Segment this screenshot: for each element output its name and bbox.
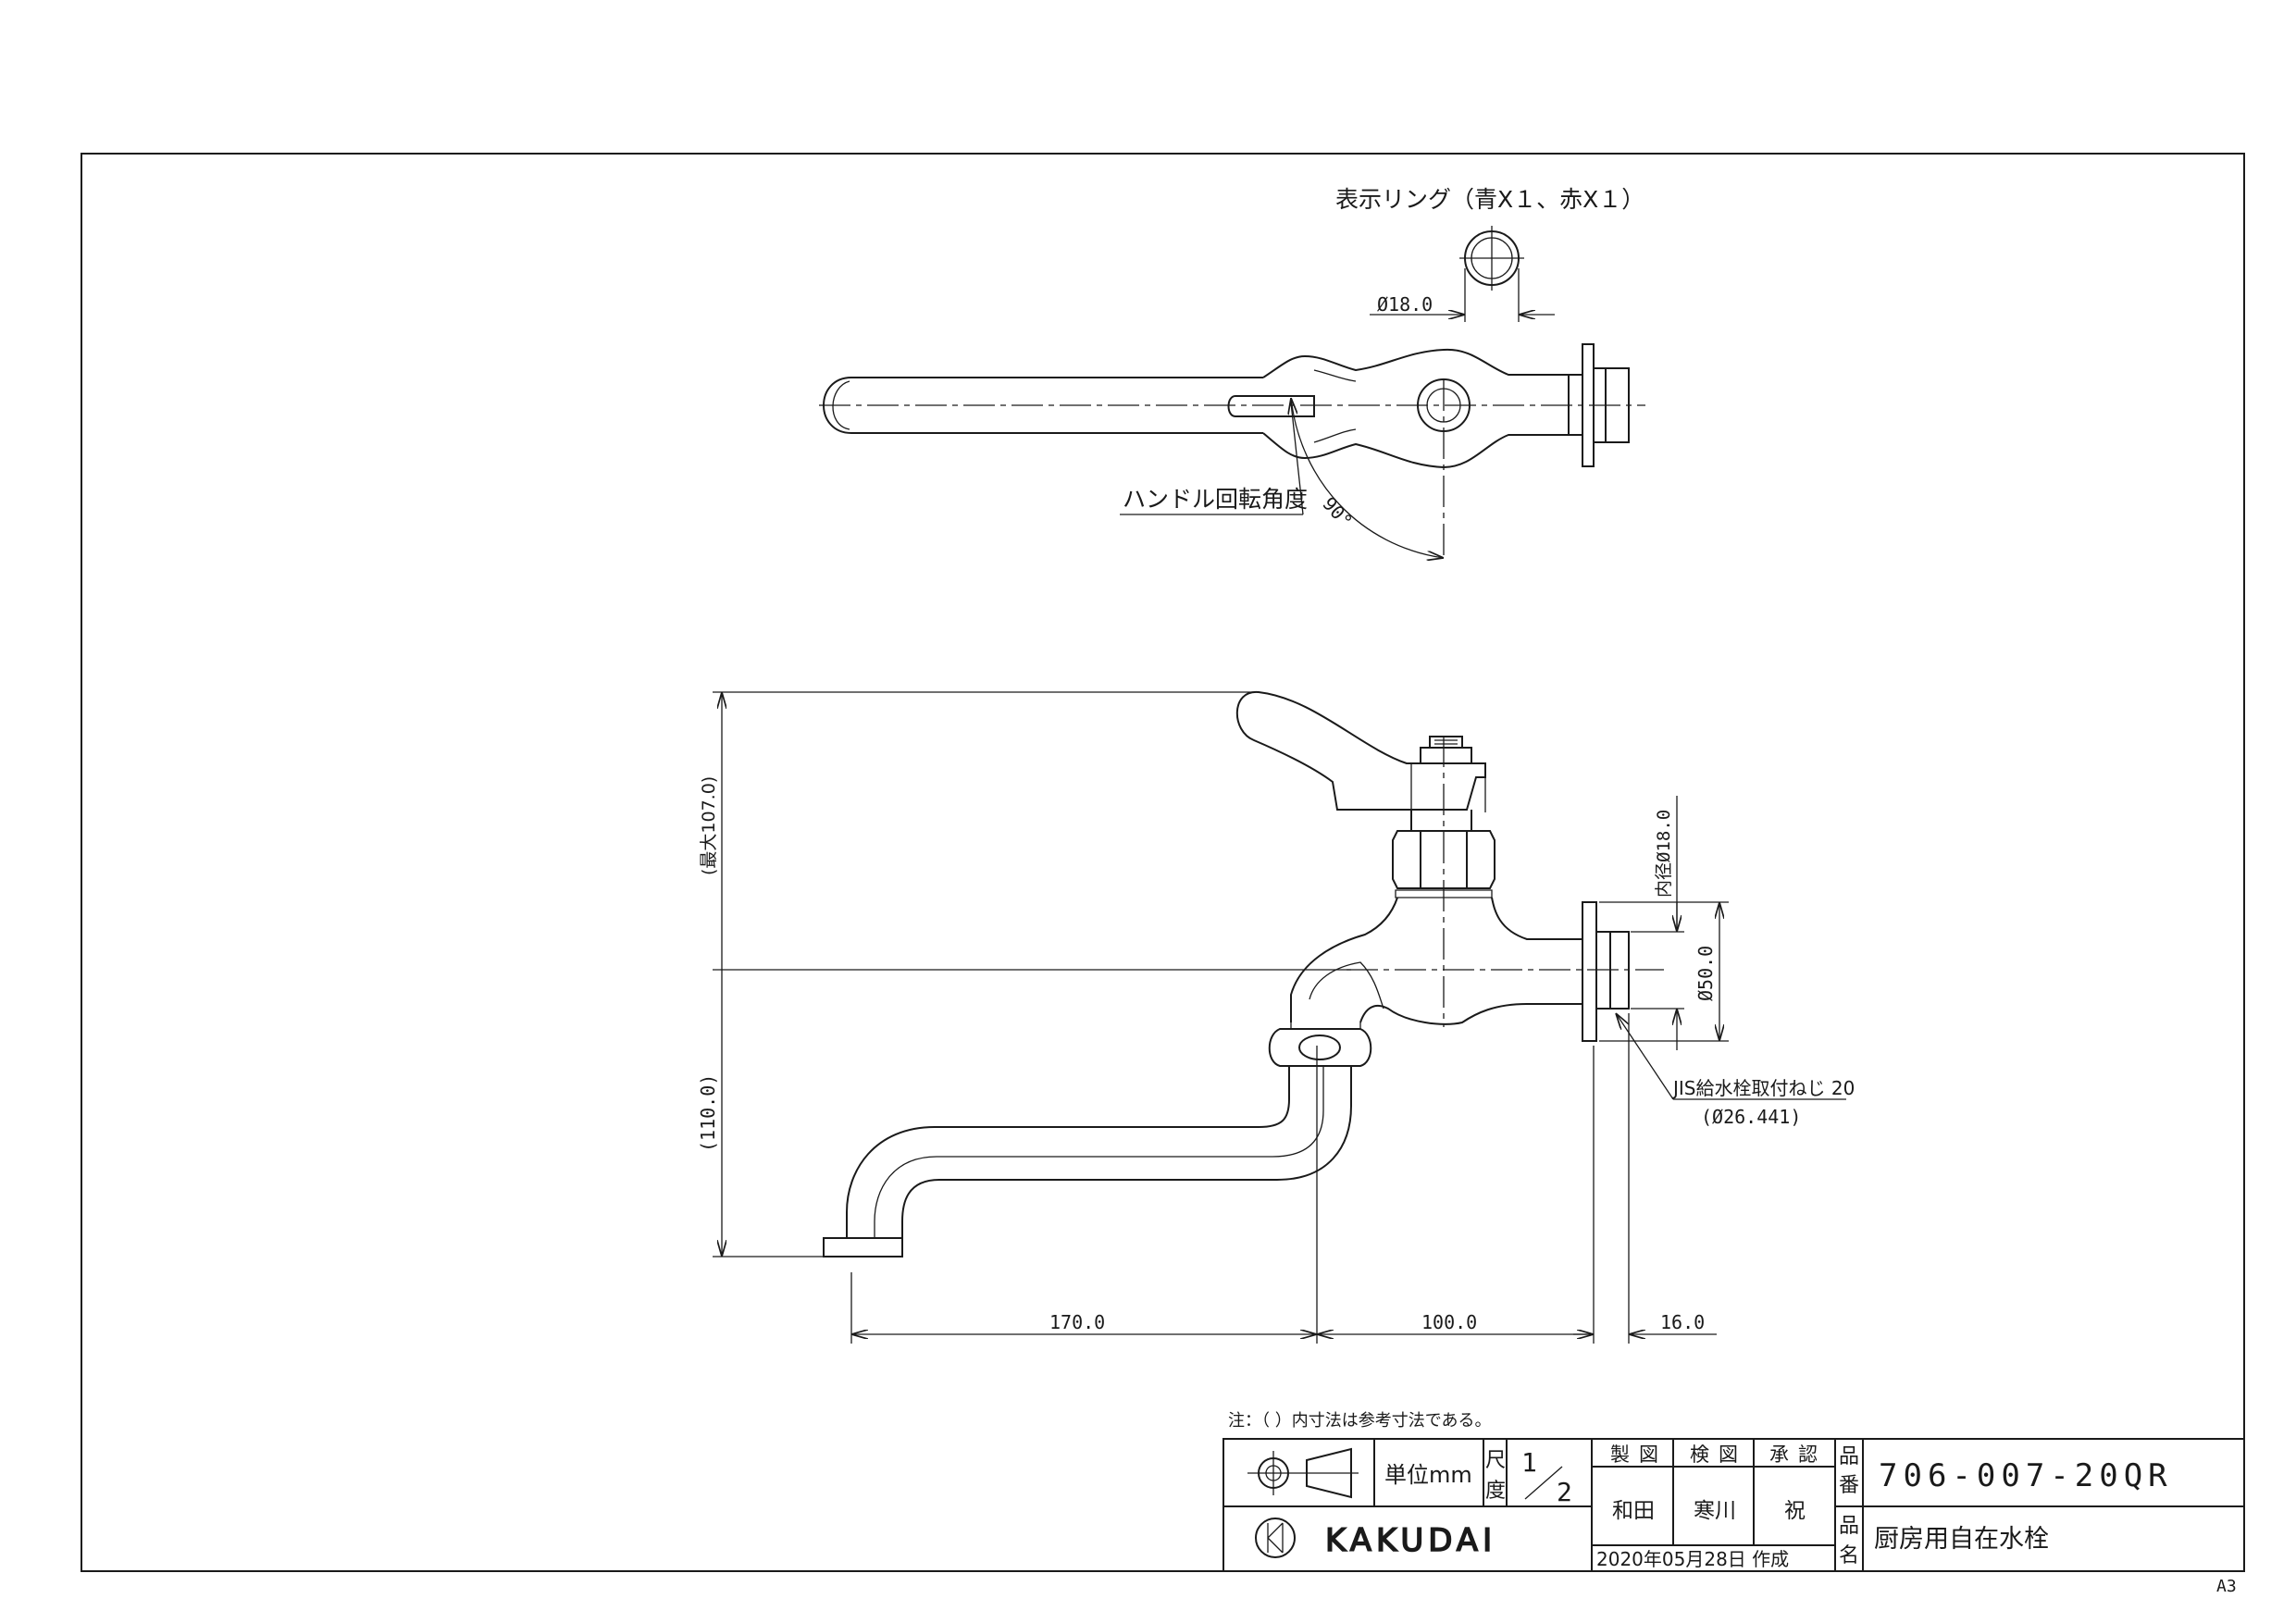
- dim-16: 16.0: [1660, 1311, 1705, 1333]
- col-approved: 承認: [1769, 1443, 1827, 1466]
- front-swivel-ring: [1268, 1022, 1372, 1067]
- top-body: [1262, 348, 1570, 469]
- top-spout: [823, 377, 1263, 434]
- indicator-ring: [1370, 226, 1555, 322]
- top-thread: [1594, 367, 1630, 443]
- front-body: [1290, 897, 1582, 1025]
- part-name-label-1: 品: [1839, 1515, 1859, 1538]
- rotation-arc: [1291, 398, 1444, 558]
- front-spout: [846, 1066, 1352, 1238]
- paper-size: A3: [2216, 1577, 2237, 1596]
- col-checked: 検図: [1690, 1443, 1747, 1466]
- dim-height-max: (最大107.0): [699, 776, 719, 875]
- title-block: 単位mm 尺 度 1 2 KAKUDAI 製図 検図 承認 和田 寒川 祝 20…: [1222, 1438, 2245, 1572]
- front-flange: [1582, 901, 1597, 1042]
- svg-text:1: 1: [1521, 1447, 1537, 1478]
- ring-dim: Ø18.0: [1377, 293, 1433, 316]
- svg-text:2: 2: [1557, 1477, 1572, 1507]
- dim-100: 100.0: [1421, 1311, 1477, 1333]
- unit-label: 単位mm: [1384, 1462, 1472, 1488]
- top-flange: [1569, 343, 1595, 467]
- name-approved: 祝: [1784, 1499, 1806, 1523]
- brand-logo: KAKUDAI: [1255, 1518, 1496, 1560]
- name-checked: 寒川: [1694, 1499, 1736, 1523]
- thread-label: JIS給水栓取付ねじ 20: [1671, 1077, 1855, 1099]
- scale-label-2: 度: [1485, 1480, 1506, 1503]
- svg-text:KAKUDAI: KAKUDAI: [1325, 1522, 1496, 1559]
- part-name: 厨房用自在水栓: [1874, 1525, 2049, 1554]
- front-spout-tip: [823, 1237, 903, 1258]
- angle-label: 90°: [1318, 492, 1357, 532]
- creation-date: 2020年05月28日 作成: [1596, 1548, 1789, 1570]
- projection-symbol-icon: [1247, 1447, 1359, 1499]
- dim-flange-dia: Ø50.0: [1694, 946, 1717, 1001]
- name-made: 和田: [1612, 1499, 1655, 1523]
- scale-label-1: 尺: [1485, 1449, 1506, 1472]
- part-no-label-2: 番: [1839, 1474, 1859, 1497]
- front-thread: [1596, 931, 1630, 1010]
- top-view: 表示リング（青X１、赤X１） Ø18.0 90° ハ: [819, 186, 1645, 560]
- front-cap: [1420, 736, 1472, 763]
- dimensions: (最大107.0) (110.0) 内径Ø18.0 Ø50.0 JIS給水栓取付…: [697, 691, 1855, 1344]
- part-no-label-1: 品: [1839, 1445, 1859, 1468]
- dim-170: 170.0: [1049, 1311, 1105, 1333]
- scale-value: 1 2: [1521, 1447, 1572, 1507]
- part-number: 706-007-20QR: [1879, 1457, 2173, 1494]
- drawing-border: [81, 153, 2245, 1572]
- top-handle-lever: [1227, 395, 1315, 417]
- col-made: 製図: [1610, 1443, 1668, 1466]
- front-view: [823, 690, 1664, 1258]
- front-stem: [1410, 810, 1472, 832]
- handle-label: ハンドル回転角度: [1123, 486, 1308, 513]
- thread-dim: (Ø26.441): [1701, 1106, 1801, 1128]
- front-hex-nut: [1392, 830, 1496, 889]
- reference-note: 注：（ ）内寸法は参考寸法である。: [1228, 1411, 1492, 1431]
- ring-label: 表示リング（青X１、赤X１）: [1335, 186, 1644, 213]
- part-name-label-2: 名: [1839, 1544, 1859, 1567]
- dim-height-lower: (110.0): [697, 1074, 719, 1152]
- front-handle: [1235, 690, 1486, 811]
- dim-inner-dia: 内径Ø18.0: [1654, 810, 1674, 898]
